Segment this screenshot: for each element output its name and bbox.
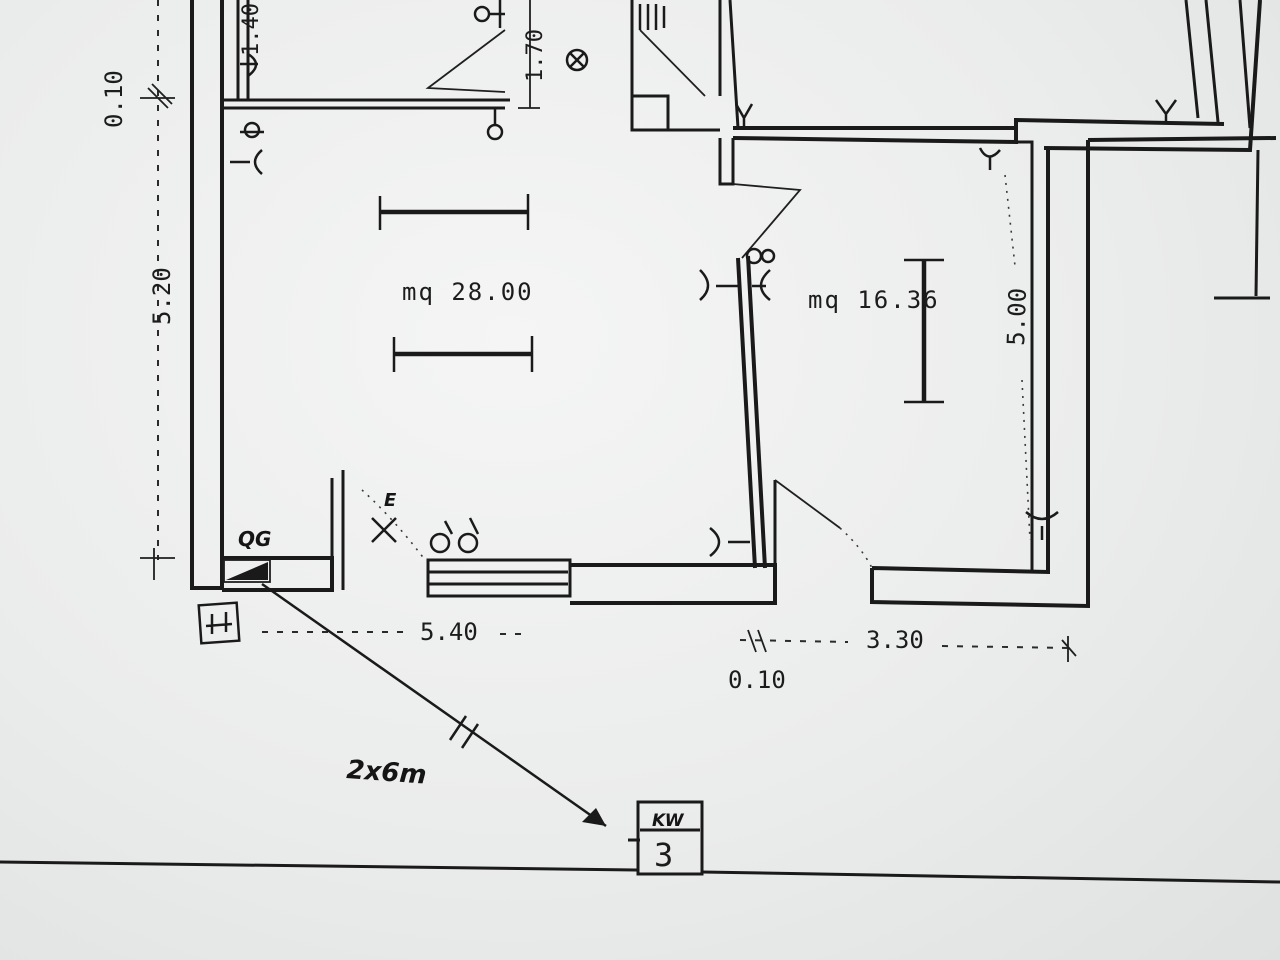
far-right-wall <box>1043 0 1277 153</box>
supply-cable <box>261 582 607 828</box>
dim-bottom-right: 3.30 <box>866 626 924 654</box>
room-area-bedroom: mq 16.36 <box>808 286 940 314</box>
partition-top <box>718 138 735 186</box>
cable-label: 2x6m <box>346 755 428 791</box>
distribution-panel <box>223 559 271 583</box>
left-outer-wall <box>190 0 224 590</box>
outlet-symbol-icon <box>429 517 480 554</box>
dim-bottom-left: 5.40 <box>420 618 478 646</box>
dim-left-top: 0.10 <box>100 70 128 128</box>
top-mid-dimension <box>518 0 540 109</box>
panel-and-meter <box>0 559 1280 884</box>
switch-symbol-icon <box>473 0 505 28</box>
dim-right-height: 5.00 <box>1002 287 1032 346</box>
left-door-swing <box>361 489 426 561</box>
far-right-stub <box>1214 149 1270 300</box>
dim-top-small: 1.40 <box>239 3 264 56</box>
antenna-socket-icon <box>1154 99 1178 122</box>
left-door-jamb <box>330 470 345 590</box>
kitchen-niche <box>630 0 722 132</box>
fluorescent-lamp-icon <box>392 336 534 372</box>
upper-room-divider <box>236 0 250 100</box>
left-tick-bottom <box>140 548 175 580</box>
kitchen-door-leaf <box>639 29 706 97</box>
meter-label-top: KW <box>652 811 685 831</box>
bottom-left-dimension <box>262 631 525 635</box>
labels: 0.10 5.20 1.40 1.70 5.00 mq 28.00 mq 16.… <box>100 3 1032 874</box>
electrical-symbols <box>230 0 1178 557</box>
bottom-wall-middle <box>570 563 777 605</box>
antenna-socket-icon <box>734 103 754 130</box>
bottom-wall-right <box>870 140 1090 609</box>
dim-wall-gap: 0.10 <box>728 666 786 694</box>
cable-arrow <box>582 808 606 826</box>
switch-symbol-icon <box>745 247 776 265</box>
outlet-symbol-icon <box>699 269 771 301</box>
outlet-symbol-icon <box>978 147 1001 170</box>
energy-meter <box>628 800 704 876</box>
bottom-right-dimension <box>739 639 1071 649</box>
switch-label: E <box>384 490 397 511</box>
lighting <box>378 48 944 404</box>
fluorescent-lamp-icon <box>904 258 944 404</box>
switch-symbol-icon <box>371 517 397 543</box>
dim-left-height: 5.20 <box>148 267 176 325</box>
right-room-inner-right <box>1018 140 1034 572</box>
right-room-top-wall <box>732 117 1225 145</box>
outlet-symbol-icon <box>638 4 666 30</box>
far-right-inner <box>1184 0 1252 129</box>
meter-label-bottom: 3 <box>654 836 673 874</box>
bottom-right-ticks <box>747 629 1077 662</box>
cable-ticks <box>448 715 480 749</box>
property-boundary-line <box>0 860 1280 884</box>
panel-label: QG <box>238 527 271 551</box>
room-area-living: mq 28.00 <box>402 278 534 306</box>
upper-door-leaf <box>425 29 506 93</box>
outlet-symbol-icon <box>709 527 750 557</box>
doors <box>361 29 802 561</box>
ground-plate-icon <box>197 601 241 645</box>
walls <box>190 0 1277 609</box>
dimension-lines <box>140 0 1077 662</box>
outlet-symbol-icon <box>240 52 258 77</box>
ceiling-light-icon <box>565 48 589 72</box>
fluorescent-lamp-icon <box>378 194 530 230</box>
partition-door-leaf <box>732 183 802 259</box>
window-segment <box>426 558 572 598</box>
bottom-wall-left <box>222 556 334 592</box>
right-door-leaf <box>774 479 841 529</box>
left-inner-wall <box>222 98 510 110</box>
dim-top-mid: 1.70 <box>523 29 548 82</box>
outlet-symbol-icon <box>1025 511 1059 540</box>
switch-symbol-icon <box>486 108 504 141</box>
partition-wall <box>736 255 767 569</box>
left-tick-top <box>140 83 175 109</box>
right-door-swing <box>839 527 873 569</box>
upper-right-wall <box>728 0 740 129</box>
switch-symbol-icon <box>240 121 264 139</box>
right-vertical-dimension <box>1004 174 1031 541</box>
outlet-symbol-icon <box>230 149 263 175</box>
